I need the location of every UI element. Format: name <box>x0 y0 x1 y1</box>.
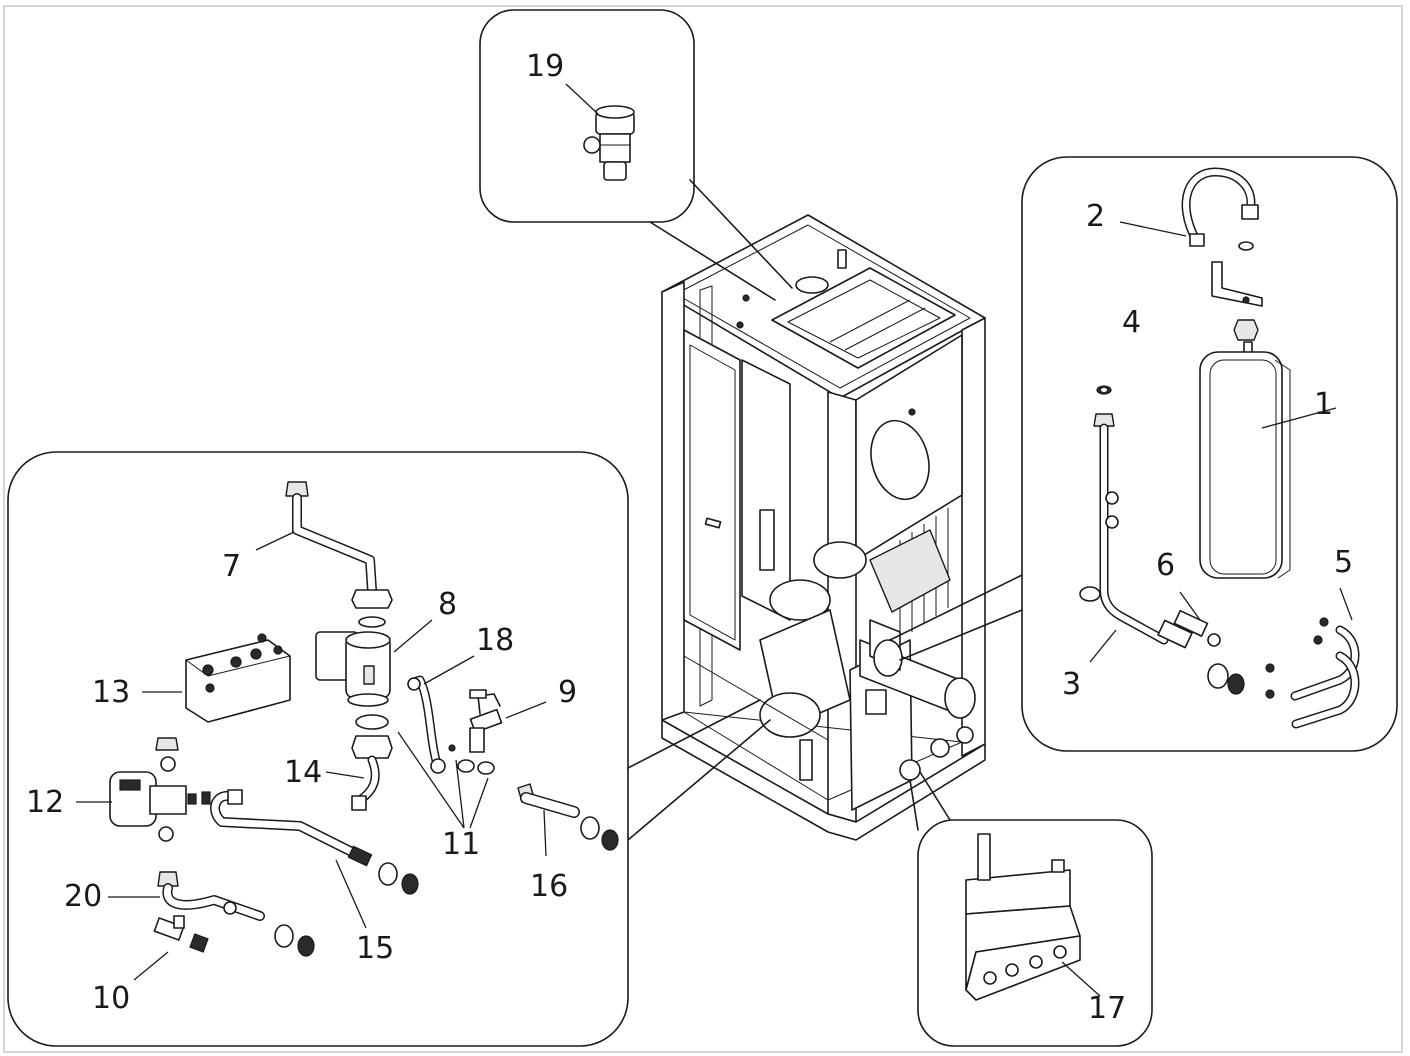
label-11: 11 <box>442 827 480 862</box>
label-19: 19 <box>526 49 564 84</box>
label-4: 4 <box>1122 305 1141 340</box>
label-10: 10 <box>92 981 130 1016</box>
label-6: 6 <box>1156 548 1175 583</box>
pump-part <box>315 631 391 707</box>
label-2: 2 <box>1086 199 1105 234</box>
label-3: 3 <box>1062 667 1081 702</box>
mounting-bracket-part <box>965 833 1081 1001</box>
label-18: 18 <box>476 623 514 658</box>
callout-panel-hydraulic-group <box>7 451 771 1047</box>
label-5: 5 <box>1334 545 1353 580</box>
label-9: 9 <box>558 675 577 710</box>
label-14: 14 <box>284 755 322 790</box>
label-7: 7 <box>222 549 241 584</box>
callout-panel-air-vent <box>479 9 793 301</box>
air-vent-part <box>583 105 635 181</box>
expansion-vessel-part <box>1199 351 1291 579</box>
label-8: 8 <box>438 587 457 622</box>
plate-heat-exchanger-part <box>185 633 291 723</box>
label-13: 13 <box>92 675 130 710</box>
sensor-part <box>469 689 503 753</box>
label-16: 16 <box>530 869 568 904</box>
callout-panel-bracket <box>909 771 1153 1047</box>
label-12: 12 <box>26 785 64 820</box>
callout-panel-expansion-vessel <box>889 156 1398 752</box>
label-20: 20 <box>64 879 102 914</box>
diverter-valve-part <box>109 737 211 842</box>
label-17: 17 <box>1088 991 1126 1026</box>
label-1: 1 <box>1314 387 1333 422</box>
boiler-chassis <box>661 214 986 841</box>
label-15: 15 <box>356 931 394 966</box>
